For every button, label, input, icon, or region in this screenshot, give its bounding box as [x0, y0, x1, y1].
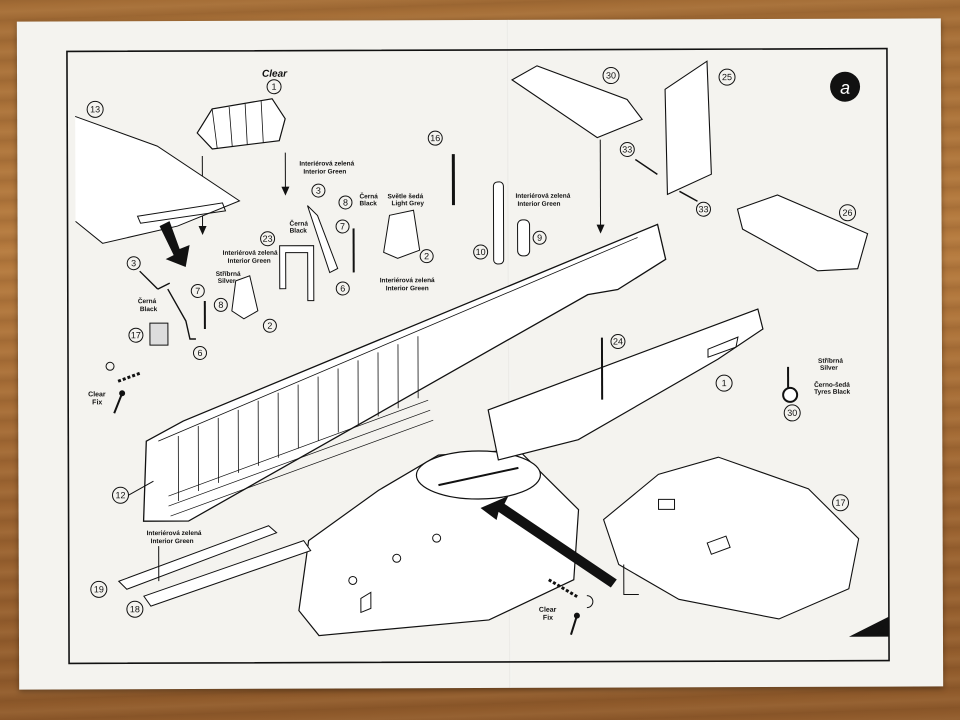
left-wing-part: 13	[74, 100, 241, 268]
lower-fuselage	[298, 449, 617, 637]
svg-text:8: 8	[218, 300, 223, 310]
fuselage-main: 12	[111, 223, 667, 522]
svg-text:Stříbrná: Stříbrná	[216, 271, 241, 278]
tail-wheel: Stříbrná Silver Černo-šedá Tyres Black 3…	[782, 358, 851, 422]
svg-text:Černo-šedá: Černo-šedá	[814, 380, 850, 389]
svg-text:Clear: Clear	[262, 69, 288, 80]
svg-text:Black: Black	[359, 200, 377, 207]
svg-text:Černá: Černá	[359, 191, 378, 200]
svg-text:10: 10	[476, 247, 486, 257]
svg-text:Interior Green: Interior Green	[303, 168, 346, 175]
svg-text:Interiérová zelená: Interiérová zelená	[380, 277, 435, 284]
svg-text:2: 2	[267, 321, 272, 331]
svg-text:3: 3	[131, 258, 136, 268]
svg-text:Black: Black	[290, 228, 308, 235]
svg-text:16: 16	[430, 133, 440, 143]
rods-center: 16 10 9 Interiérová zelená Interior Gree…	[427, 130, 571, 265]
left-small-parts: 3 Černá Black 7 8 17 6 Interiérová zelen…	[126, 231, 315, 360]
svg-text:6: 6	[340, 283, 345, 293]
instruction-sheet: a 2 Clear 1 13 3	[16, 18, 944, 690]
svg-text:Interior Green: Interior Green	[386, 285, 429, 292]
svg-text:1: 1	[272, 82, 277, 92]
floor-boards: 19 18 Interiérová zelená Interior Green	[90, 525, 312, 618]
svg-text:17: 17	[131, 330, 141, 340]
svg-text:2: 2	[424, 251, 429, 261]
svg-text:Clear: Clear	[539, 607, 557, 614]
svg-text:3: 3	[316, 186, 321, 196]
svg-text:33: 33	[622, 144, 632, 154]
svg-text:19: 19	[94, 584, 104, 594]
svg-text:Černá: Černá	[290, 219, 309, 228]
svg-text:7: 7	[195, 286, 200, 296]
svg-text:12: 12	[115, 490, 125, 500]
svg-text:Černá: Černá	[138, 296, 157, 305]
svg-text:Interiérová zelená: Interiérová zelená	[147, 530, 202, 537]
svg-text:Silver: Silver	[820, 365, 838, 372]
frame-border	[66, 47, 890, 665]
page-number-corner: 2	[848, 616, 889, 637]
right-wing-part: 17	[602, 456, 860, 620]
svg-text:18: 18	[130, 604, 140, 614]
svg-text:33: 33	[698, 204, 708, 214]
svg-text:Interior Green: Interior Green	[151, 538, 194, 545]
svg-text:25: 25	[722, 72, 732, 82]
svg-text:a: a	[840, 78, 850, 98]
svg-text:24: 24	[613, 337, 623, 347]
svg-text:Light Grey: Light Grey	[391, 200, 424, 207]
svg-text:Stříbrná: Stříbrná	[818, 358, 843, 365]
svg-text:Clear: Clear	[88, 391, 106, 398]
svg-text:30: 30	[787, 408, 797, 418]
svg-text:6: 6	[197, 348, 202, 358]
svg-text:Interior Green: Interior Green	[517, 201, 560, 208]
svg-text:23: 23	[263, 234, 273, 244]
svg-text:9: 9	[537, 233, 542, 243]
svg-text:Interiérová zelená: Interiérová zelená	[515, 193, 570, 200]
svg-text:13: 13	[90, 104, 100, 114]
clear-fix-left: Clear Fix	[88, 361, 141, 414]
svg-text:7: 7	[340, 221, 345, 231]
svg-text:Světle šedá: Světle šedá	[387, 193, 423, 200]
svg-text:17: 17	[835, 498, 845, 508]
svg-text:1: 1	[722, 378, 727, 388]
assembly-diagram: a 2 Clear 1 13 3	[66, 47, 890, 665]
tail-surfaces: 30 25 26 33 33	[510, 60, 869, 272]
svg-text:Tyres Black: Tyres Black	[814, 389, 850, 396]
svg-text:Interiérová zelená: Interiérová zelená	[299, 160, 354, 167]
svg-text:Fix: Fix	[543, 615, 553, 622]
clear-fix-bottom: Clear Fix	[539, 578, 594, 635]
svg-text:26: 26	[842, 208, 852, 218]
svg-text:30: 30	[606, 71, 616, 81]
seat-parts-center: Interiérová zelená Interior Green 3 Čern…	[281, 152, 435, 296]
svg-text:Black: Black	[140, 306, 158, 313]
svg-text:2: 2	[877, 622, 884, 637]
svg-text:Fix: Fix	[92, 399, 102, 406]
svg-text:Interiérová zelená: Interiérová zelená	[223, 250, 278, 257]
brand-logo: a	[830, 71, 861, 102]
svg-text:Interior Green: Interior Green	[228, 258, 271, 265]
svg-text:Silver: Silver	[218, 278, 236, 285]
svg-text:8: 8	[343, 197, 348, 207]
fuselage-right-half: 1 24	[487, 308, 764, 461]
